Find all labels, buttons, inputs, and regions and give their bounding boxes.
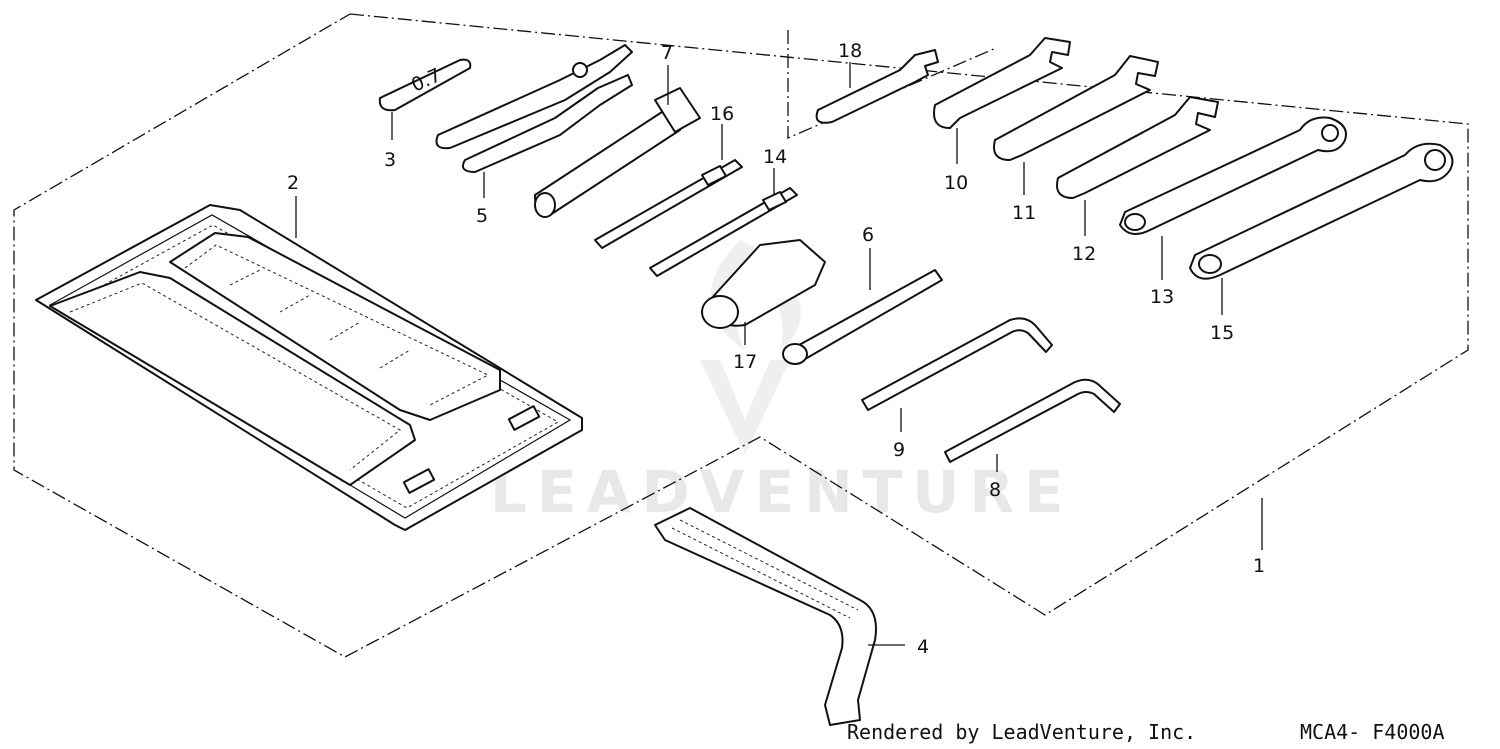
open-end-wrench-12 [1056,96,1219,199]
callout-3: 3 [384,149,396,171]
diagram-code: MCA4- F4000A [1300,720,1445,744]
combination-wrench-13 [1119,116,1347,235]
hex-key-small [944,378,1121,463]
callout-2: 2 [287,172,299,194]
wrench-set-frame [787,30,997,139]
callout-16: 16 [710,103,734,125]
open-end-wrench-11 [993,55,1159,161]
box-wrench [534,87,701,218]
callout-17: 17 [733,351,757,373]
callout-13: 13 [1150,286,1174,308]
callout-10: 10 [944,172,968,194]
callout-11: 11 [1012,202,1036,224]
screwdriver-blade [594,159,743,249]
pliers [435,44,633,173]
callout-12: 12 [1072,243,1096,265]
feeler-gauge: 0.7 [378,58,472,112]
kit-frame [13,13,1469,658]
tool-bag [35,204,583,531]
rendered-by-text: Rendered by LeadVenture, Inc. [847,720,1196,744]
callout-1: 1 [1253,555,1265,577]
hex-key-large [861,317,1053,411]
callout-15: 15 [1210,322,1234,344]
callout-8: 8 [989,479,1001,501]
tool-strap [654,507,877,726]
screwdriver-handle [701,239,826,329]
extension-bar [782,269,943,365]
leader-lines [295,62,1263,646]
callout-4: 4 [917,636,929,658]
combination-wrench-15 [1189,142,1454,280]
callout-6: 6 [862,224,874,246]
callout-7: 7 [661,42,673,64]
callout-5: 5 [476,205,488,227]
watermark: LEADVENTURE [490,240,1074,526]
callout-9: 9 [893,439,905,461]
callouts: 1 2 3 4 5 6 7 8 9 10 11 12 13 14 15 16 1… [287,40,1265,658]
watermark-text: LEADVENTURE [490,458,1074,526]
open-end-wrench-18 [815,49,939,124]
open-end-wrench-10 [933,37,1071,129]
callout-18: 18 [838,40,862,62]
footer: Rendered by LeadVenture, Inc. MCA4- F400… [847,720,1445,744]
callout-14: 14 [763,146,787,168]
